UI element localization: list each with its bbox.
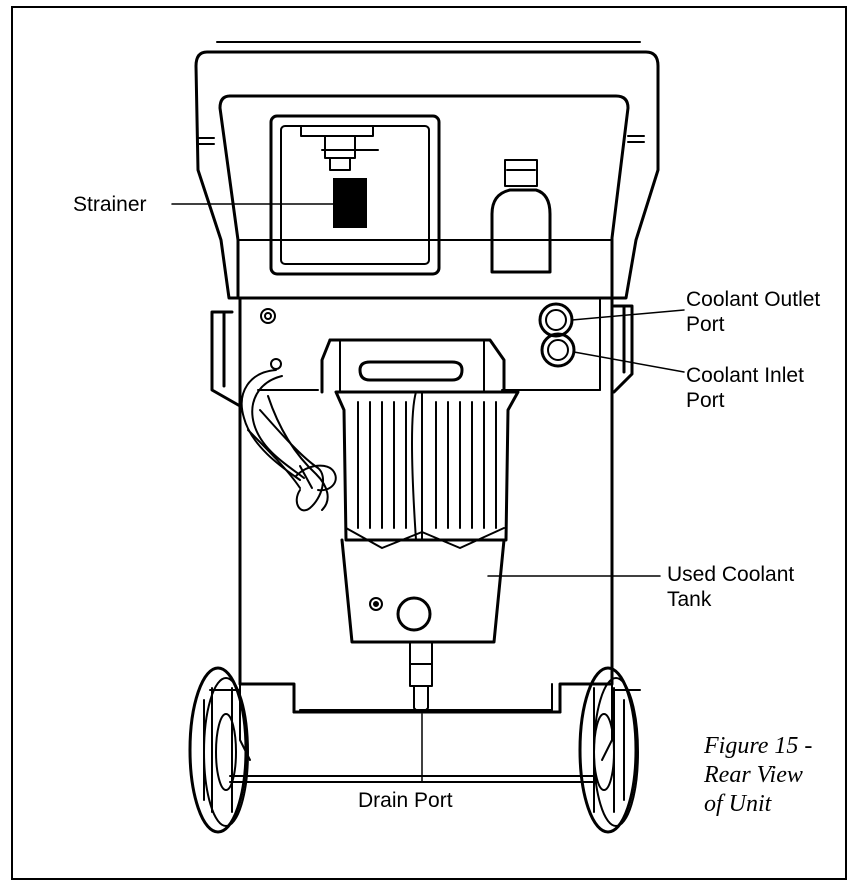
leader-coolant-outlet bbox=[571, 309, 685, 321]
drain-valve bbox=[409, 641, 433, 713]
leader-coolant-inlet bbox=[573, 351, 685, 373]
used-coolant-tank bbox=[340, 527, 506, 644]
label-strainer: Strainer bbox=[73, 193, 147, 216]
label-coolant-inlet-line1: Coolant Inlet bbox=[686, 364, 804, 387]
filter-housing bbox=[320, 338, 520, 542]
strainer-window bbox=[269, 114, 441, 276]
figure-caption: Figure 15 - Rear View of Unit bbox=[704, 732, 812, 819]
label-used-coolant-tank: Used Coolant Tank bbox=[667, 562, 794, 612]
fluid-bottle bbox=[490, 159, 552, 274]
unit-head bbox=[194, 41, 660, 300]
power-cord bbox=[240, 369, 337, 512]
cabinet-body bbox=[238, 296, 614, 714]
axle bbox=[209, 683, 641, 783]
caption-line3: of Unit bbox=[704, 791, 772, 817]
label-coolant-outlet-line1: Coolant Outlet bbox=[686, 288, 821, 311]
label-coolant-inlet-line2: Port bbox=[686, 389, 725, 412]
label-coolant-outlet-line2: Port bbox=[686, 313, 725, 336]
label-coolant-inlet: Coolant Inlet Port bbox=[686, 363, 804, 413]
caption-line1: Figure 15 - bbox=[704, 733, 813, 759]
label-coolant-outlet: Coolant Outlet Port bbox=[686, 287, 820, 337]
coolant-ports bbox=[538, 302, 576, 368]
leader-lines bbox=[171, 203, 685, 783]
label-used-coolant-line1: Used Coolant bbox=[667, 563, 795, 586]
right-wheel bbox=[578, 666, 639, 834]
caption-line2: Rear View bbox=[704, 762, 803, 788]
label-used-coolant-line2: Tank bbox=[667, 588, 712, 611]
label-drain-port: Drain Port bbox=[358, 789, 453, 812]
